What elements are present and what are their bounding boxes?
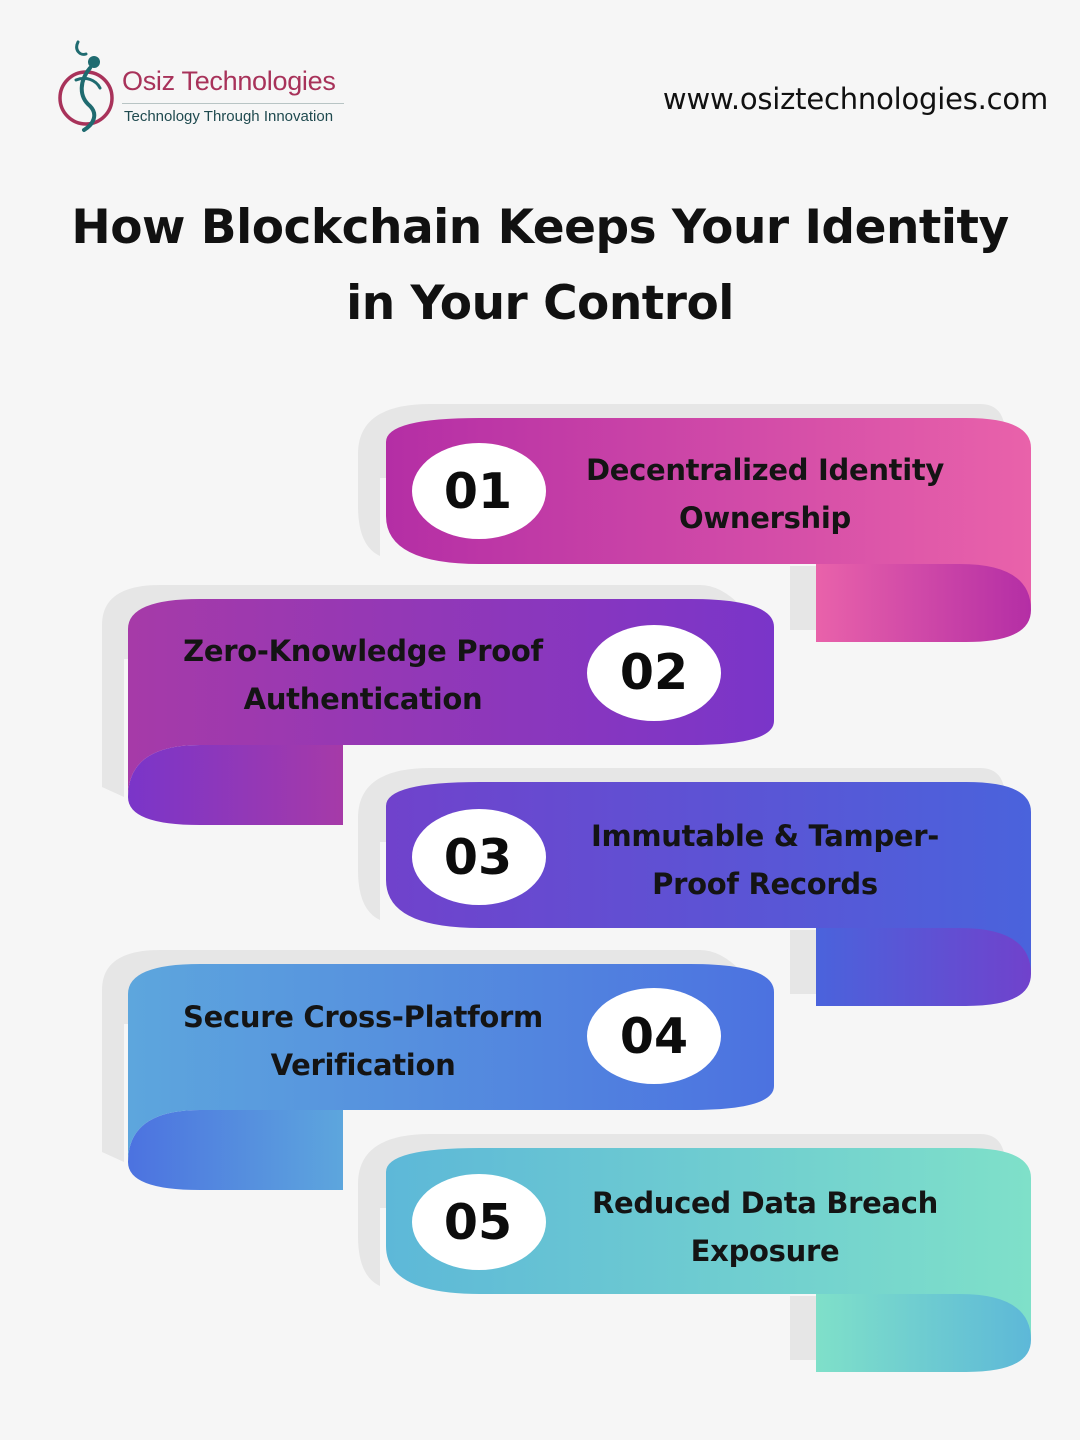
- step-4-number: 04: [619, 1008, 689, 1065]
- ribbon-5-band: [386, 1148, 1031, 1340]
- header: Osiz Technologies Technology Through Inn…: [0, 0, 1080, 160]
- ribbon-2-fold: [128, 745, 343, 825]
- step-3-number: 03: [443, 829, 513, 886]
- brand-name: Osiz Technologies: [122, 66, 336, 96]
- ribbon-3-band: [386, 782, 1031, 974]
- website-url[interactable]: www.osiztechnologies.com: [662, 82, 1048, 116]
- step-2-number: 02: [619, 644, 689, 701]
- brand-tagline: Technology Through Innovation: [124, 108, 334, 125]
- page-title-line-2: in Your Control: [346, 276, 734, 331]
- ribbon-1-fold: [816, 518, 1031, 642]
- step-4-label: Secure Cross-Platform Verification: [183, 1000, 543, 1082]
- ribbon-3-fold: [816, 882, 1031, 1006]
- ribbon-5-fold: [816, 1248, 1031, 1372]
- ribbon-4-fold: [128, 1110, 343, 1190]
- brand-logo: Osiz Technologies Technology Through Inn…: [56, 40, 356, 135]
- step-1-number: 01: [443, 463, 513, 520]
- page-title: How Blockchain Keeps Your Identity in Yo…: [60, 190, 1020, 342]
- step-5-number-badge: [412, 1174, 546, 1270]
- step-5-label: Reduced Data Breach Exposure: [591, 1186, 939, 1268]
- page-title-line-1: How Blockchain Keeps Your Identity: [71, 200, 1009, 255]
- step-1-label: Decentralized Identity Ownership: [585, 453, 945, 535]
- logo-mark-icon: [58, 40, 114, 132]
- step-2-label: Zero-Knowledge Proof Authentication: [183, 634, 543, 716]
- step-1-number-badge: [412, 443, 546, 539]
- brand-divider: [122, 103, 344, 104]
- step-5-number: 05: [443, 1194, 513, 1251]
- step-3-number-badge: [412, 809, 546, 905]
- step-4-number-badge: [587, 988, 721, 1084]
- step-3-label: Immutable & Tamper- Proof Records: [590, 819, 940, 901]
- ribbon-1-band: [386, 418, 1031, 610]
- step-2-number-badge: [587, 625, 721, 721]
